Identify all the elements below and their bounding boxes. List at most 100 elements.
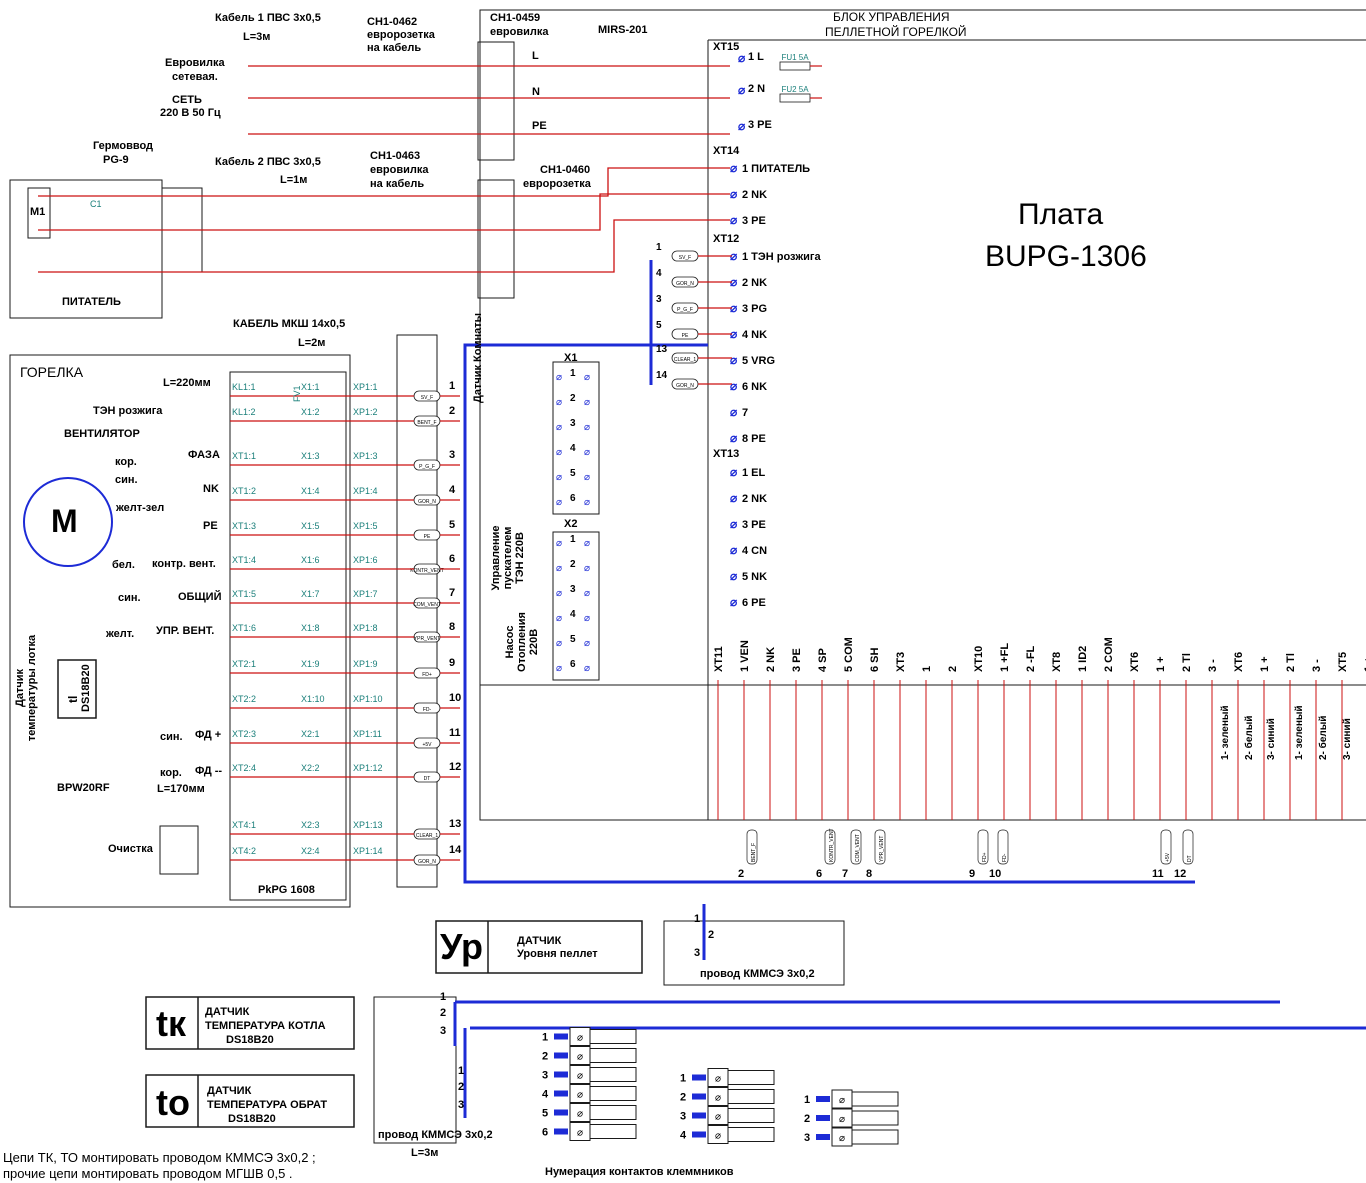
pkpg-x-1: X1:2 bbox=[301, 407, 320, 417]
bottom-term-10: XT10 bbox=[973, 646, 985, 672]
legend-pin-0-1 bbox=[554, 1052, 568, 1059]
sensor-yp-box bbox=[435, 920, 643, 974]
pkpg-n-9: 10 bbox=[449, 692, 461, 704]
bottom-tag-n-6: 11 bbox=[1152, 868, 1164, 880]
color-code-3: 1- зеленый bbox=[1294, 705, 1305, 760]
xt15-screw-0: ⌀ bbox=[738, 51, 746, 65]
x2-pin-1: 2 bbox=[570, 559, 576, 570]
legend-screw-0-3: ⌀ bbox=[577, 1090, 583, 1101]
xt13-screw-4: ⌀ bbox=[730, 569, 738, 583]
bottom-tag-shape-5 bbox=[997, 829, 1009, 865]
to-pin-0: 1 bbox=[458, 1065, 464, 1077]
pkpg-xp-11: XP1:12 bbox=[353, 763, 383, 773]
pkpg-xt-1: KL1:2 bbox=[232, 407, 256, 417]
bottom-tag-0: BENT_F bbox=[751, 843, 757, 862]
legend-0-1: 2 bbox=[542, 1051, 548, 1063]
pkpg-xp-3: XP1:4 bbox=[353, 486, 378, 496]
legend-screw-1-3: ⌀ bbox=[715, 1131, 721, 1142]
pkpg-n-11: 12 bbox=[449, 761, 461, 773]
xt12-screw-1: ⌀ bbox=[730, 275, 738, 289]
fuse-1 bbox=[779, 93, 811, 103]
bottom-term-8: 1 bbox=[921, 666, 933, 672]
xt12-row-6: 7 bbox=[742, 407, 748, 419]
pkpg-tag-13: GOR_N bbox=[418, 859, 436, 865]
tk-pin-1: 2 bbox=[440, 1007, 446, 1019]
legend-pin-0-0 bbox=[554, 1033, 568, 1040]
pkpg-n-5: 6 bbox=[449, 553, 455, 565]
pkpg-x-12: X2:3 bbox=[301, 820, 320, 830]
bottom-tag-shape-0 bbox=[746, 829, 758, 865]
pkpg-xp-7: XP1:8 bbox=[353, 623, 378, 633]
x1-screw-b-2: ⌀ bbox=[584, 422, 590, 433]
xt13-row-5: 6 PE bbox=[742, 597, 766, 609]
bottom-term-9: 2 bbox=[947, 666, 959, 672]
bottom-term-21: 1 + bbox=[1259, 656, 1271, 672]
pkpg-xp-9: XP1:10 bbox=[353, 694, 383, 704]
pkpg-x-6: X1:7 bbox=[301, 589, 320, 599]
pkpg-tag-8: FD+ bbox=[422, 672, 432, 678]
connector-x1 bbox=[552, 361, 600, 515]
pkpg-xt-4: XT1:3 bbox=[232, 521, 256, 531]
bottom-tag-n-4: 9 bbox=[969, 868, 975, 880]
legend-pin-1-1 bbox=[692, 1093, 706, 1100]
legend-0-5: 6 bbox=[542, 1127, 548, 1139]
pkpg-xt-8: XT2:1 bbox=[232, 659, 256, 669]
pkpg-n-0: 1 bbox=[449, 380, 455, 392]
color-code-1: 2- белый bbox=[1243, 716, 1255, 760]
legend-body-2-1 bbox=[851, 1110, 899, 1126]
legend-pin-2-0 bbox=[816, 1096, 830, 1102]
xt12-bus-tag-3: PE bbox=[682, 333, 689, 339]
x2-pin-5: 6 bbox=[570, 659, 576, 670]
yp-sleeve bbox=[663, 920, 845, 986]
yp-pin-0: 1 bbox=[694, 913, 700, 925]
pkpg-n-6: 7 bbox=[449, 587, 455, 599]
clean-box bbox=[159, 825, 199, 875]
bottom-term-6: 6 SH bbox=[869, 647, 881, 672]
bottom-tag-5: FD- bbox=[1002, 853, 1008, 862]
x2-pin-2: 3 bbox=[570, 584, 576, 595]
legend-pin-1-0 bbox=[692, 1074, 706, 1081]
pkpg-xt-5: XT1:4 bbox=[232, 555, 256, 565]
legend-body-0-0 bbox=[589, 1029, 637, 1044]
color-code-5: 3- синий bbox=[1342, 718, 1353, 760]
pkpg-tag-1: BENT_F bbox=[417, 420, 436, 426]
xt14-row-2: 3 PE bbox=[742, 215, 766, 227]
legend-1-2: 3 bbox=[680, 1111, 686, 1123]
legend-pin-0-4 bbox=[554, 1109, 568, 1116]
m1-box bbox=[27, 187, 51, 239]
legend-0-2: 3 bbox=[542, 1070, 548, 1082]
legend-2-0: 1 bbox=[804, 1094, 810, 1106]
legend-body-1-1 bbox=[727, 1089, 775, 1104]
bottom-tag-n-3: 8 bbox=[866, 868, 872, 880]
xt12-screw-2: ⌀ bbox=[730, 301, 738, 315]
pkpg-tag-0: SV_F bbox=[421, 395, 434, 401]
x1-screw-b-0: ⌀ bbox=[584, 372, 590, 383]
x1-screw-a-3: ⌀ bbox=[556, 447, 562, 458]
pkpg-board bbox=[229, 371, 347, 901]
bottom-tag-shape-1 bbox=[824, 829, 836, 865]
pkpg-x-7: X1:8 bbox=[301, 623, 320, 633]
xt12-row-3: 4 NK bbox=[742, 329, 767, 341]
x2-screw-b-4: ⌀ bbox=[584, 638, 590, 649]
pkpg-x-9: X1:10 bbox=[301, 694, 325, 704]
pkpg-n-10: 11 bbox=[449, 727, 461, 739]
pkpg-x-10: X2:1 bbox=[301, 729, 320, 739]
tk-pin-0: 1 bbox=[440, 991, 446, 1003]
x2-screw-a-2: ⌀ bbox=[556, 588, 562, 599]
pkpg-xp-1: XP1:2 bbox=[353, 407, 378, 417]
pkpg-tag-12: CLEAR_1 bbox=[416, 833, 438, 839]
bottom-term-22: 2 Tl bbox=[1285, 653, 1297, 672]
pkpg-tag-3: GOR_N bbox=[418, 499, 436, 505]
pkpg-xt-3: XT1:2 bbox=[232, 486, 256, 496]
xt12-bus-n-0: 1 bbox=[656, 242, 662, 253]
pkpg-xp-6: XP1:7 bbox=[353, 589, 378, 599]
pkpg-tag-11: DT bbox=[424, 776, 431, 782]
pkpg-x-0: X1:1 bbox=[301, 382, 320, 392]
pkpg-tag-10: +5V bbox=[422, 742, 432, 748]
bottom-tag-n-1: 6 bbox=[816, 868, 822, 880]
x1-pin-1: 2 bbox=[570, 393, 576, 404]
pkpg-n-2: 3 bbox=[449, 449, 455, 461]
x1-screw-b-5: ⌀ bbox=[584, 497, 590, 508]
legend-2-1: 2 bbox=[804, 1113, 810, 1125]
legend-screw-0-0: ⌀ bbox=[577, 1033, 583, 1044]
